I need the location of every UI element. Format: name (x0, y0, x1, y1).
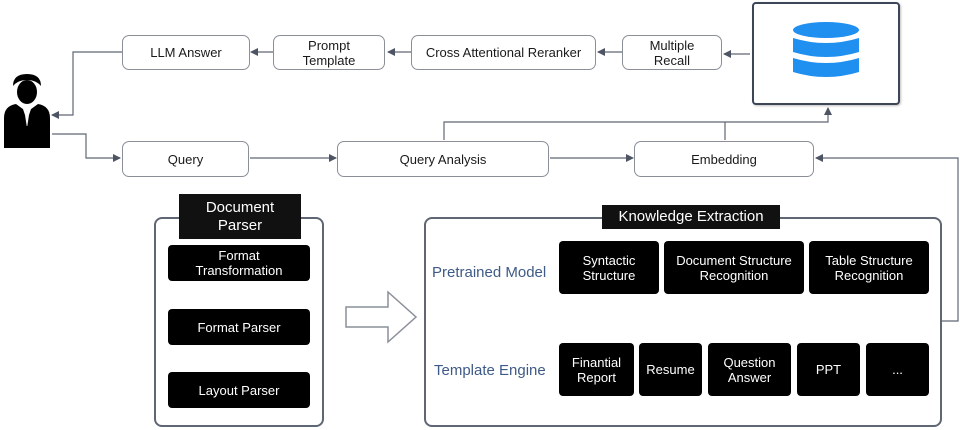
parser-item-layout-parser: Layout Parser (168, 372, 310, 408)
multiple-recall-node: Multiple Recall (622, 35, 722, 70)
edge-extraction-to-embedding (815, 154, 959, 322)
parser-item-format-transformation: Format Transformation (168, 245, 310, 281)
database-icon (793, 22, 859, 77)
reranker-node: Cross Attentional Reranker (411, 35, 596, 70)
template-item-finantial-report: Finantial Report (559, 343, 634, 396)
template-item-more: ... (866, 343, 929, 396)
edge-user-to-query (52, 133, 121, 162)
vector-database (752, 2, 900, 105)
parser-item-format-parser: Format Parser (168, 309, 310, 345)
embedding-node: Embedding (634, 141, 814, 177)
query-node: Query (122, 141, 249, 177)
knowledge-extraction-title: Knowledge Extraction (602, 205, 780, 229)
pretrained-item-table-structure: Table Structure Recognition (809, 241, 929, 294)
edge-llm-to-user (51, 51, 122, 119)
pretrained-item-document-structure: Document Structure Recognition (664, 241, 804, 294)
pretrained-model-label: Pretrained Model (432, 264, 547, 281)
user-icon (4, 74, 50, 148)
prompt-template-node: Prompt Template (273, 35, 385, 70)
hollow-arrow-icon (345, 290, 418, 344)
document-parser-title: Document Parser (179, 194, 301, 239)
template-item-ppt: PPT (797, 343, 860, 396)
pretrained-item-syntactic-structure: Syntactic Structure (559, 241, 659, 294)
edge-analysis-to-db (443, 107, 832, 140)
template-engine-label: Template Engine (434, 362, 546, 379)
query-analysis-node: Query Analysis (337, 141, 549, 177)
template-item-resume: Resume (639, 343, 702, 396)
llm-answer-node: LLM Answer (122, 35, 250, 70)
template-item-question-answer: Question Answer (708, 343, 791, 396)
